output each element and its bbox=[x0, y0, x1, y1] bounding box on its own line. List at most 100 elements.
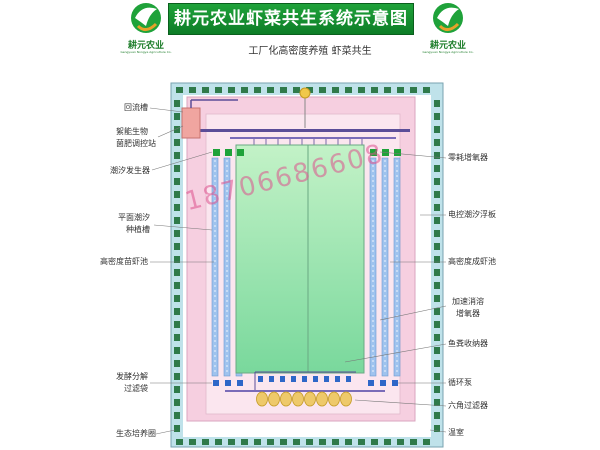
ring-cell bbox=[215, 87, 222, 93]
ring-cell bbox=[174, 399, 180, 406]
ring-cell bbox=[410, 87, 417, 93]
ring-cell bbox=[293, 439, 300, 445]
page-subtitle: 工厂化高密度养殖 虾菜共生 bbox=[248, 46, 372, 57]
ring-cell bbox=[202, 87, 209, 93]
ring-cell bbox=[174, 178, 180, 185]
ring-cell bbox=[434, 243, 440, 250]
hex-filter bbox=[256, 391, 268, 407]
ring-cell bbox=[174, 412, 180, 419]
logo-left: 耕元农业 Gengyuan Nongye Agriculture Co. bbox=[116, 0, 176, 56]
ring-cell bbox=[174, 386, 180, 393]
ring-cell bbox=[397, 87, 404, 93]
ring-cell bbox=[174, 243, 180, 250]
ring-cell bbox=[345, 439, 352, 445]
pump bbox=[313, 376, 318, 382]
label-wave-generator: 潮汐发生器 bbox=[110, 166, 150, 175]
ring-cell bbox=[434, 256, 440, 263]
label-flat-tidal-line2: 种植槽 bbox=[126, 225, 150, 234]
ring-cell bbox=[306, 439, 313, 445]
ring-cell bbox=[434, 347, 440, 354]
aerator-sensor-icon bbox=[299, 87, 311, 128]
circulation-pumps bbox=[258, 376, 351, 382]
ring-cell bbox=[434, 113, 440, 120]
ring-cell bbox=[434, 386, 440, 393]
ring-cell bbox=[434, 230, 440, 237]
hex-filter bbox=[316, 391, 328, 407]
ring-cell bbox=[215, 439, 222, 445]
ring-cell bbox=[189, 87, 196, 93]
ring-cell bbox=[174, 295, 180, 302]
ring-cell bbox=[241, 87, 248, 93]
logo-right: 耕元农业 Gengyuan Nongye Agriculture Co. bbox=[418, 0, 478, 56]
ring-cell bbox=[434, 399, 440, 406]
ring-cell bbox=[434, 100, 440, 107]
ring-cell bbox=[434, 191, 440, 198]
ring-cell bbox=[434, 334, 440, 341]
label-circulation-pump: 循环泵 bbox=[448, 378, 472, 387]
page-title: 耕元农业虾菜共生系统示意图 bbox=[168, 3, 414, 35]
ring-cell bbox=[189, 439, 196, 445]
pump bbox=[280, 376, 285, 382]
ring-cell bbox=[423, 87, 430, 93]
ring-cell bbox=[434, 126, 440, 133]
ring-cell bbox=[434, 425, 440, 432]
hex-filter bbox=[292, 391, 304, 407]
ring-cell bbox=[174, 204, 180, 211]
ring-cell bbox=[410, 439, 417, 445]
hex-filter bbox=[328, 391, 340, 407]
label-fermentation-line1: 发酵分解 bbox=[116, 372, 148, 381]
ring-cell bbox=[434, 373, 440, 380]
ring-cell bbox=[241, 439, 248, 445]
ring-cell bbox=[384, 87, 391, 93]
ring-cell bbox=[174, 152, 180, 159]
ring-cell bbox=[176, 439, 183, 445]
ring-cell bbox=[434, 178, 440, 185]
hex-filter bbox=[280, 391, 292, 407]
label-accel-aerator-line2: 增氧器 bbox=[456, 309, 480, 318]
label-eco-ring: 生态培养圈 bbox=[116, 429, 156, 438]
label-electric-tidal-board: 电控潮汐浮板 bbox=[448, 210, 496, 219]
leaf-logo-icon bbox=[131, 3, 161, 33]
logo-right-tagline: Gengyuan Nongye Agriculture Co. bbox=[422, 50, 474, 54]
ring-cell bbox=[397, 439, 404, 445]
bottom-assembly bbox=[213, 371, 398, 407]
ring-cell bbox=[174, 347, 180, 354]
label-zero-energy-aerator: 零耗增氧器 bbox=[448, 153, 488, 162]
ring-cell bbox=[434, 204, 440, 211]
ring-cell bbox=[280, 439, 287, 445]
fry-pond bbox=[235, 144, 309, 374]
adult-pond bbox=[307, 144, 365, 374]
ring-cell bbox=[174, 126, 180, 133]
label-manure-collector: 鱼粪收纳器 bbox=[448, 339, 488, 348]
pump bbox=[302, 376, 307, 382]
ring-cell bbox=[434, 412, 440, 419]
ring-cell bbox=[319, 87, 326, 93]
ring-cell bbox=[228, 439, 235, 445]
label-fermentation-line2: 过滤袋 bbox=[124, 384, 148, 393]
ring-cell bbox=[434, 139, 440, 146]
ring-cell bbox=[174, 256, 180, 263]
ring-cell bbox=[332, 87, 339, 93]
ring-cell bbox=[358, 439, 365, 445]
label-accel-aerator-line1: 加速消溶 bbox=[452, 297, 484, 306]
ring-cell bbox=[202, 439, 209, 445]
ring-cell bbox=[174, 100, 180, 107]
label-return-channel: 回流槽 bbox=[124, 103, 148, 112]
label-greenhouse: 温室 bbox=[448, 428, 464, 437]
ring-cell bbox=[358, 87, 365, 93]
ring-cell bbox=[434, 165, 440, 172]
ring-cell bbox=[254, 87, 261, 93]
logo-left-tagline: Gengyuan Nongye Agriculture Co. bbox=[120, 50, 172, 54]
ring-cell bbox=[434, 282, 440, 289]
ring-cell bbox=[174, 373, 180, 380]
pump bbox=[258, 376, 263, 382]
ring-cell bbox=[345, 87, 352, 93]
hex-filter bbox=[268, 391, 280, 407]
ring-cell bbox=[228, 87, 235, 93]
ring-cell bbox=[434, 360, 440, 367]
ring-cell bbox=[174, 334, 180, 341]
ring-cell bbox=[434, 152, 440, 159]
ring-cell bbox=[293, 87, 300, 93]
pump bbox=[269, 376, 274, 382]
